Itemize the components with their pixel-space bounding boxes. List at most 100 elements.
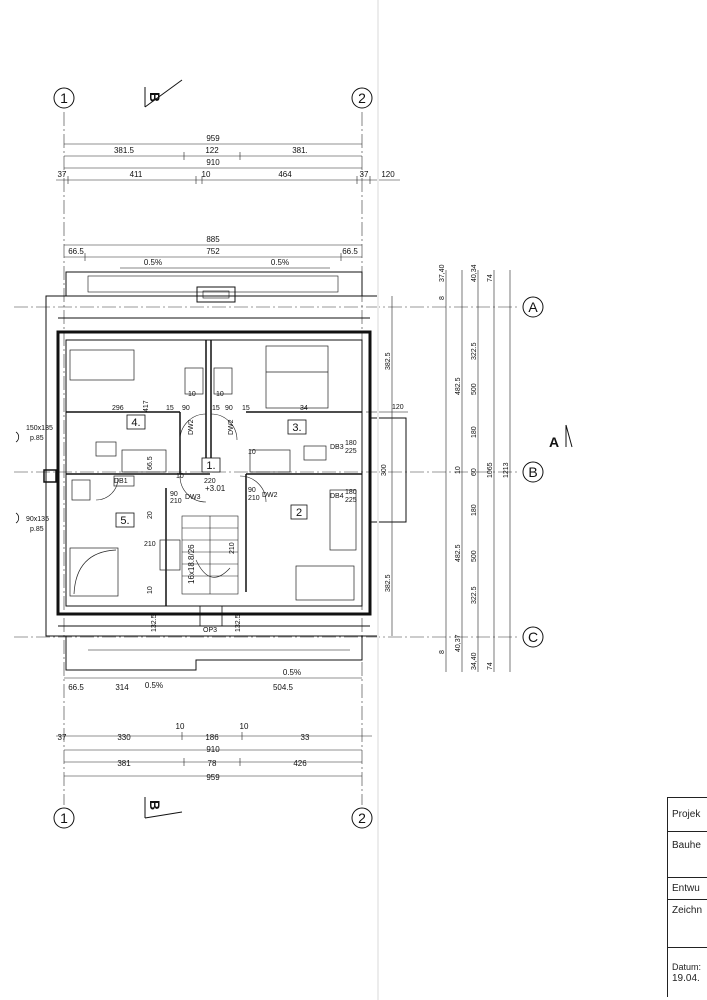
svg-text:426: 426 xyxy=(293,759,307,768)
svg-text:1213: 1213 xyxy=(503,462,510,478)
svg-text:34,40: 34,40 xyxy=(471,652,478,670)
svg-text:20: 20 xyxy=(147,511,154,519)
svg-text:37,40: 37,40 xyxy=(439,264,446,282)
svg-text:1: 1 xyxy=(60,90,68,106)
svg-text:210: 210 xyxy=(248,495,260,502)
svg-text:885: 885 xyxy=(206,235,220,244)
svg-text:B: B xyxy=(147,92,163,102)
datum-value: 19.04. xyxy=(672,973,700,984)
svg-text:8: 8 xyxy=(439,296,446,300)
left-side-elements xyxy=(15,431,57,524)
svg-text:504.5: 504.5 xyxy=(273,683,294,692)
svg-text:2: 2 xyxy=(358,810,366,826)
door-label: DW2 xyxy=(228,419,235,435)
svg-text:C: C xyxy=(528,629,538,645)
door-swings xyxy=(95,413,267,503)
svg-text:66.5: 66.5 xyxy=(68,247,84,256)
svg-text:90: 90 xyxy=(182,405,190,412)
svg-text:66.5: 66.5 xyxy=(68,683,84,692)
room-number-4: 4. xyxy=(131,417,140,429)
svg-text:132.5: 132.5 xyxy=(235,614,242,632)
svg-text:90: 90 xyxy=(248,487,256,494)
svg-text:0.5%: 0.5% xyxy=(144,258,162,267)
axis-bubble-2-bottom: 2 xyxy=(351,807,373,829)
svg-text:186: 186 xyxy=(205,733,219,742)
svg-text:382.5: 382.5 xyxy=(385,574,392,592)
svg-text:37: 37 xyxy=(58,170,67,179)
svg-text:500: 500 xyxy=(471,383,478,395)
door-label: DW2 xyxy=(262,492,278,499)
svg-text:74: 74 xyxy=(487,662,494,670)
svg-text:A: A xyxy=(528,299,538,315)
svg-text:66.5: 66.5 xyxy=(147,456,154,470)
projekt-label: Projek xyxy=(667,797,707,831)
svg-text:210: 210 xyxy=(170,498,182,505)
svg-text:381.: 381. xyxy=(292,146,308,155)
svg-text:2: 2 xyxy=(358,90,366,106)
entwurf-label: Entwu xyxy=(667,877,707,899)
title-block: Projek Bauhe Entwu Zeichn Datum: 19.04. xyxy=(667,797,707,997)
svg-text:90: 90 xyxy=(170,491,178,498)
door-label: DB4 xyxy=(330,493,344,500)
plan-annotations: 296 417 15 90 10 15 90 15 10 34 220 +3.0… xyxy=(112,391,357,634)
door-label: OP3 xyxy=(203,627,217,634)
svg-text:0.5%: 0.5% xyxy=(145,681,163,690)
svg-text:330: 330 xyxy=(117,733,131,742)
svg-text:464: 464 xyxy=(278,170,292,179)
zeichnung-label: Zeichn xyxy=(667,899,707,947)
svg-text:15: 15 xyxy=(166,405,174,412)
svg-text:60: 60 xyxy=(471,468,478,476)
svg-text:382.5: 382.5 xyxy=(385,352,392,370)
svg-text:10: 10 xyxy=(455,466,462,474)
svg-text:40,34: 40,34 xyxy=(471,264,478,282)
axis-bubble-c: C xyxy=(522,626,544,648)
room-number-5: 5. xyxy=(120,515,129,527)
svg-text:752: 752 xyxy=(206,247,220,256)
bottom-dimension-texts: 66.5 314 0.5% 504.5 0.5% 37 330 10 186 1… xyxy=(58,668,310,782)
svg-text:p.85: p.85 xyxy=(30,526,44,533)
svg-text:B: B xyxy=(147,800,163,810)
axis-bubble-a: A xyxy=(522,296,544,318)
svg-text:90: 90 xyxy=(225,405,233,412)
svg-text:1065: 1065 xyxy=(487,462,494,478)
svg-text:8: 8 xyxy=(439,650,446,654)
svg-text:296: 296 xyxy=(112,405,124,412)
svg-text:225: 225 xyxy=(345,448,357,455)
svg-text:180: 180 xyxy=(471,426,478,438)
room-number-3: 3. xyxy=(292,422,301,434)
svg-text:482.5: 482.5 xyxy=(455,544,462,562)
bottom-dimension-lines xyxy=(56,677,372,777)
room-numbers: 4. 3. 1. 2 5. xyxy=(115,414,308,528)
section-marker-a: A xyxy=(549,424,573,450)
svg-text:381.5: 381.5 xyxy=(114,146,135,155)
svg-text:66.5: 66.5 xyxy=(342,247,358,256)
svg-text:132.5: 132.5 xyxy=(151,614,158,632)
svg-text:10: 10 xyxy=(202,170,211,179)
right-dimension-lines xyxy=(391,270,511,672)
svg-text:16x18.8/26: 16x18.8/26 xyxy=(187,544,196,584)
svg-text:959: 959 xyxy=(206,773,220,782)
svg-text:122: 122 xyxy=(205,146,219,155)
top-dimension-chains xyxy=(56,143,400,261)
svg-text:+3.01: +3.01 xyxy=(205,484,226,493)
svg-text:210: 210 xyxy=(144,541,156,548)
svg-text:33: 33 xyxy=(301,733,310,742)
svg-text:p.85: p.85 xyxy=(30,435,44,442)
svg-text:120: 120 xyxy=(392,404,404,411)
svg-text:381: 381 xyxy=(117,759,131,768)
svg-text:322.5: 322.5 xyxy=(471,586,478,604)
svg-text:314: 314 xyxy=(115,683,129,692)
axis-bubble-2-top: 2 xyxy=(351,87,373,109)
datum-label: Datum: xyxy=(672,962,702,972)
svg-text:10: 10 xyxy=(216,391,224,398)
svg-text:482.5: 482.5 xyxy=(455,377,462,395)
svg-text:B: B xyxy=(528,464,537,480)
top-dimension-texts: 959 381.5 122 381. 910 37 411 10 464 37 … xyxy=(58,134,396,267)
svg-text:37: 37 xyxy=(360,170,369,179)
svg-text:15: 15 xyxy=(212,405,220,412)
svg-text:0.5%: 0.5% xyxy=(271,258,289,267)
door-label: DB1 xyxy=(114,478,128,485)
axis-bubble-1-bottom: 1 xyxy=(53,807,75,829)
axis-bubble-b: B xyxy=(522,461,544,483)
svg-text:322.5: 322.5 xyxy=(471,342,478,360)
